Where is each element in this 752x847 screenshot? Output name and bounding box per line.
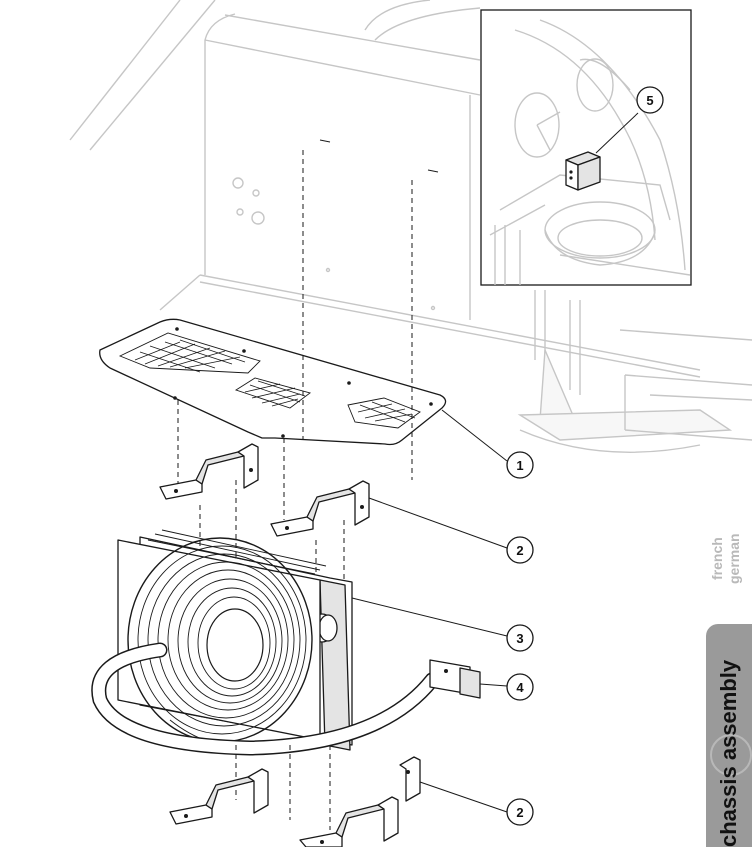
callout-2-upper: 2 <box>506 536 534 564</box>
callout-1-label: 1 <box>516 458 523 473</box>
inset-detail <box>480 9 692 286</box>
lower-brackets-part-2 <box>169 756 508 847</box>
callout-5: 5 <box>636 86 664 114</box>
hose-part-4 <box>91 642 508 756</box>
section-title: chassis assembly <box>716 659 741 847</box>
electrical-module-part-5 <box>565 151 601 191</box>
callout-3: 3 <box>506 624 534 652</box>
tractor-watermark-icon <box>710 734 752 776</box>
callout-2-upper-label: 2 <box>516 543 523 558</box>
callout-1: 1 <box>506 451 534 479</box>
section-side-tab: french german chassis assembly <box>706 508 752 847</box>
callout-2-lower: 2 <box>506 798 534 826</box>
assembly-lines-lower <box>235 745 331 830</box>
language-label-german: german <box>726 533 742 584</box>
chassis-frame-background <box>69 0 752 453</box>
callout-2-lower-label: 2 <box>516 805 523 820</box>
callout-3-label: 3 <box>516 631 523 646</box>
callout-4: 4 <box>506 673 534 701</box>
callout-5-label: 5 <box>646 93 653 108</box>
oil-cooler-part-3 <box>117 529 508 751</box>
language-label-french: french <box>709 537 725 580</box>
upper-brackets-part-2 <box>159 443 508 549</box>
callout-4-label: 4 <box>516 680 524 695</box>
mounting-plate-part-1 <box>99 318 508 462</box>
assembly-lines-upper <box>177 139 439 520</box>
